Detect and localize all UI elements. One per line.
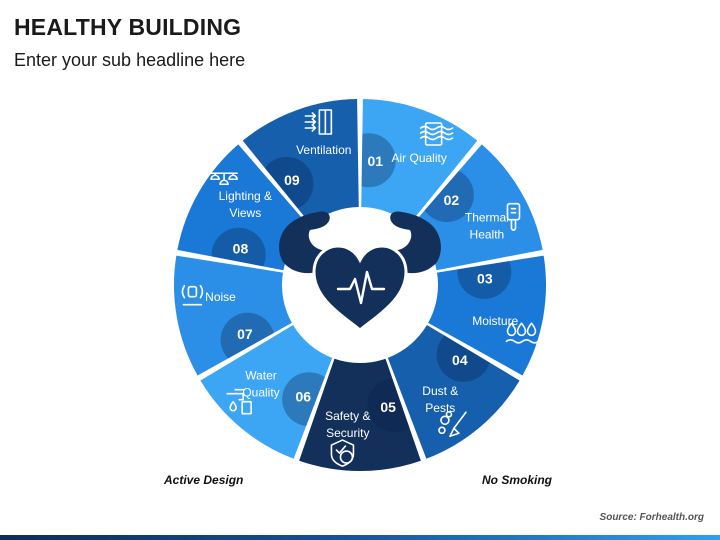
- segment-number: 02: [444, 192, 460, 208]
- note-active-design: Active Design: [164, 473, 244, 487]
- segment-number: 05: [380, 399, 396, 415]
- segment-label-line: Dust &: [422, 384, 458, 398]
- segment-wedge: [387, 325, 520, 459]
- water-faucet-icon: [226, 388, 252, 415]
- segment-label: Noise: [205, 290, 236, 304]
- noise-sensor-icon: [181, 284, 204, 306]
- source-credit: Source: Forhealth.org: [599, 512, 704, 523]
- footer-bar: [0, 535, 720, 540]
- segment-wedge: [299, 358, 421, 471]
- shield-dollar-icon: [330, 439, 355, 467]
- pest-spray-icon: [438, 410, 467, 438]
- segment-number: 06: [295, 388, 311, 404]
- segment-wedge: [177, 144, 309, 271]
- segment-wedge: [173, 255, 292, 376]
- water-drops-icon: [505, 322, 540, 344]
- segment-label: Moisture: [472, 314, 518, 328]
- segment-label-line: Ventilation: [296, 143, 351, 157]
- segment-01: 01 Air Quality: [361, 99, 478, 225]
- note-no-smoking: No Smoking: [482, 473, 553, 487]
- segment-label-line: Thermal: [465, 210, 509, 224]
- segment-label-line: Moisture: [472, 314, 518, 328]
- segment-number: 09: [284, 172, 300, 188]
- segment-label-line: Security: [326, 426, 369, 440]
- segment-label: Dust & Pests: [422, 384, 458, 415]
- segment-label-line: Quality: [242, 385, 279, 399]
- segment-number: 03: [477, 270, 493, 286]
- segment-wedge: [428, 255, 547, 376]
- thermometer-icon: [506, 202, 521, 231]
- page-title: HEALTHY BUILDING: [14, 14, 242, 40]
- segment-wedge: [242, 99, 359, 225]
- segment-label-line: Health: [470, 227, 505, 241]
- segment-label-line: Lighting &: [219, 189, 272, 203]
- segment-label-line: Noise: [205, 290, 236, 304]
- segment-wedge: [411, 144, 543, 271]
- segment-label: Safety & Security: [325, 409, 370, 440]
- segment-label: Lighting & Views: [219, 189, 272, 220]
- segment-number: 01: [367, 153, 383, 169]
- segment-number: 04: [452, 352, 468, 368]
- segment-label-line: Pests: [425, 401, 455, 415]
- ceiling-lights-icon: [210, 172, 238, 186]
- segment-label-line: Water: [245, 368, 277, 382]
- segment-number: 07: [237, 326, 253, 342]
- segment-label-line: Safety &: [325, 409, 370, 423]
- window-ventilation-icon: [304, 109, 333, 135]
- segment-label-line: Views: [229, 206, 261, 220]
- segment-wedge: [361, 99, 478, 225]
- segment-number: 08: [233, 240, 249, 256]
- segment-label-line: Air Quality: [391, 151, 446, 165]
- segment-wedge: [200, 325, 333, 459]
- segment-label: Air Quality: [391, 151, 446, 165]
- number-disc: [361, 133, 396, 188]
- segment-07: 07 Noise: [173, 255, 292, 376]
- center-strong-heart-icon: [279, 211, 441, 332]
- air-filter-icon: [419, 122, 454, 146]
- segment-label: Ventilation: [296, 143, 351, 157]
- page-subtitle: Enter your sub headline here: [14, 50, 246, 70]
